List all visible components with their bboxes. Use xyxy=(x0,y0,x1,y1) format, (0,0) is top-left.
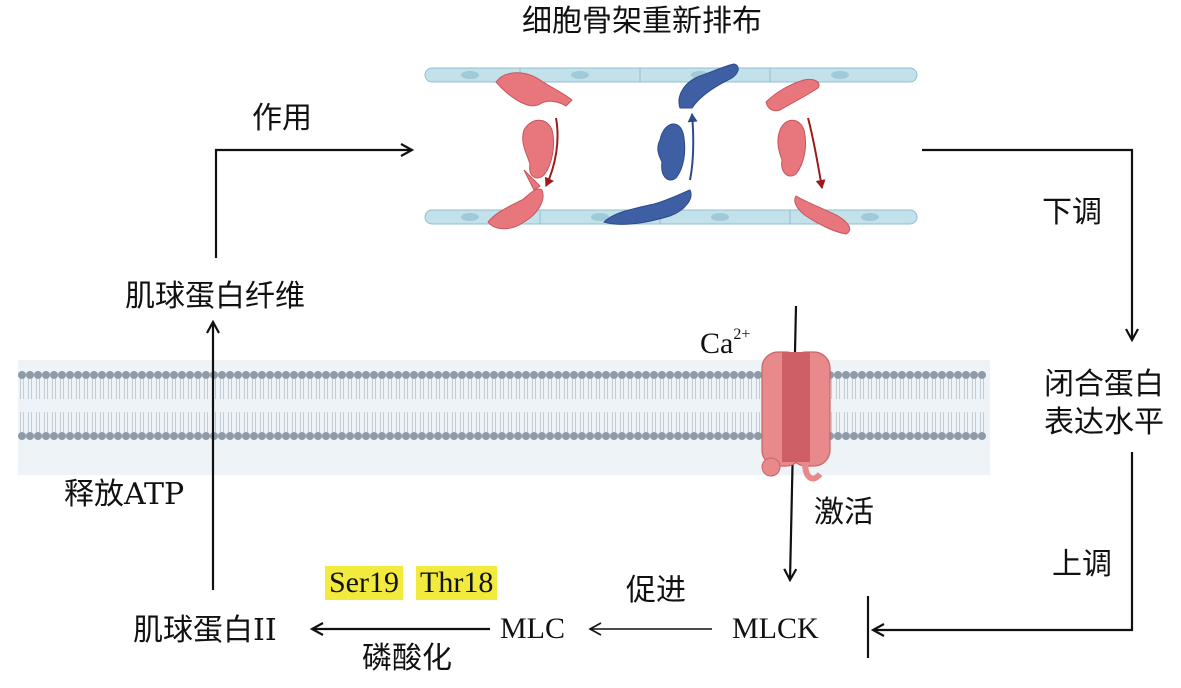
red-arrow-right xyxy=(807,117,826,189)
promote-label: 促进 xyxy=(626,573,686,608)
migrating-cell-center-group xyxy=(603,63,739,225)
action-label: 作用 xyxy=(252,101,312,136)
activate-label: 激活 xyxy=(814,495,874,530)
red-arrow-left xyxy=(544,117,559,187)
upregulate-label: 上调 xyxy=(1052,547,1112,582)
cytoskeleton-illustration xyxy=(424,63,918,235)
myofibril-label: 肌球蛋白纤维 xyxy=(125,279,305,314)
cytoskeleton-rearrangement-label: 细胞骨架重新排布 xyxy=(522,4,762,39)
phosphorylation-label: 磷酸化 xyxy=(362,641,452,676)
tight-junction-line1-label: 闭合蛋白 xyxy=(1044,367,1164,402)
blue-arrow-center xyxy=(687,113,698,181)
arrow-myofibril-to-cytoskeleton xyxy=(214,150,412,258)
downregulate-label: 下调 xyxy=(1042,195,1102,230)
ser19-badge: Ser19 xyxy=(325,566,403,600)
migrating-cell-left-group xyxy=(487,72,573,230)
mlc-label: MLC xyxy=(500,612,566,645)
calcium-charge-label: 2+ xyxy=(733,326,751,343)
endothelial-layer-top xyxy=(424,67,918,83)
arrow-cytoskeleton-to-tight-junction xyxy=(922,148,1132,340)
migrating-cell-right-group xyxy=(765,79,851,235)
tight-junction-line2-label: 表达水平 xyxy=(1044,405,1164,440)
arrow-tight-junction-to-mlck xyxy=(873,452,1134,630)
cell-membrane xyxy=(18,360,990,475)
thr18-badge: Thr18 xyxy=(416,566,498,600)
calcium-channel xyxy=(761,351,831,482)
mlck-label: MLCK xyxy=(732,612,819,645)
endothelial-layer-bottom xyxy=(424,209,918,225)
myosin-ii-label: 肌球蛋白II xyxy=(133,613,277,648)
calcium-ion-label: Ca2+ xyxy=(700,326,751,360)
release-atp-label: 释放ATP xyxy=(64,477,185,512)
lipid-heads xyxy=(18,371,986,440)
lipid-tails xyxy=(20,379,984,432)
